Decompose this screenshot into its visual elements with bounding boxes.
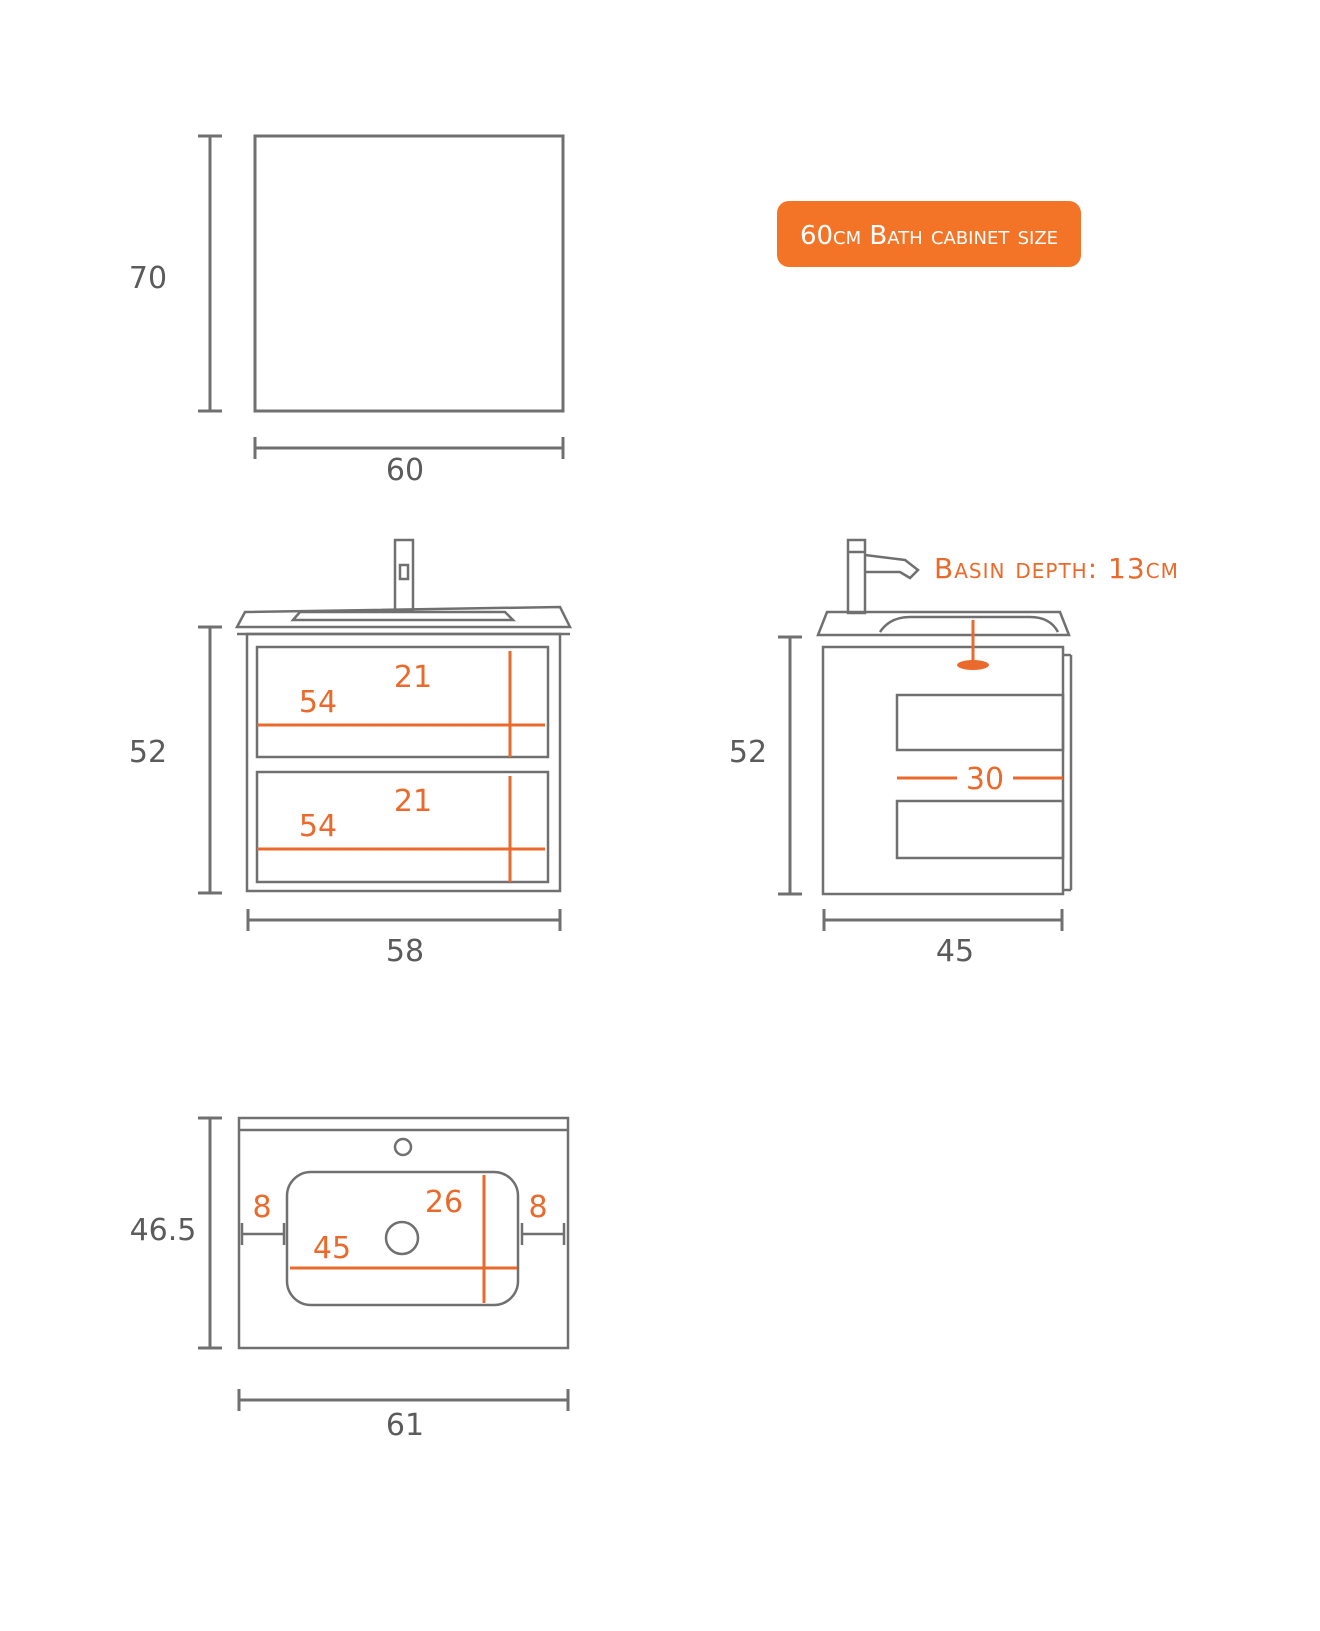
- basin-top-outline: [234, 605, 573, 629]
- badge-background: [777, 201, 1081, 267]
- side-height-label: 52: [729, 735, 767, 770]
- side-depth-label: 45: [936, 934, 974, 969]
- cabinet-side-view: Basin depth: 13cm 30 52 45: [729, 538, 1179, 969]
- bowl-outline: [285, 1170, 520, 1307]
- side-top-outline: [816, 610, 1071, 637]
- drawer-bottom: [255, 770, 550, 884]
- mirror-view: 70 60: [129, 134, 565, 488]
- cabinet-front-view: 54 21 54 21 52 58: [129, 538, 573, 969]
- basin-top-view: 45 26 8 8 46.5 61: [130, 1116, 570, 1443]
- drain-icon: [384, 1220, 420, 1256]
- drawer-2-height-label: 21: [394, 784, 432, 819]
- side-drawer-top: [895, 693, 1065, 752]
- drawer-1-width-label: 54: [299, 685, 337, 720]
- faucet-icon: [393, 538, 415, 612]
- cabinet-body: [245, 632, 562, 893]
- mirror-outline: [253, 134, 565, 413]
- cabinet-front-width-label: 58: [386, 934, 424, 969]
- mirror-width-label: 60: [386, 453, 424, 488]
- mirror-height-label: 70: [129, 261, 167, 296]
- bowl-depth-label: 26: [425, 1185, 463, 1220]
- basin-outline: [237, 1116, 570, 1350]
- tap-hole-icon: [393, 1137, 413, 1157]
- size-badge: 60cm Bath cabinet size: [777, 201, 1081, 267]
- drawer-2-width-label: 54: [299, 809, 337, 844]
- side-drawer-bottom: [895, 799, 1065, 860]
- drain-marker-icon: [957, 660, 989, 670]
- basin-height-label: 46.5: [130, 1213, 197, 1248]
- side-drawer-gap-label: 30: [966, 762, 1004, 797]
- basin-width-label: 61: [386, 1408, 424, 1443]
- side-cabinet-body: [821, 645, 1065, 896]
- bowl-width-label: 45: [313, 1231, 351, 1266]
- badge-title: 60cm Bath cabinet size: [800, 221, 1058, 251]
- right-margin-label: 8: [528, 1190, 547, 1225]
- drawer-top: [255, 645, 550, 759]
- cabinet-front-height-label: 52: [129, 735, 167, 770]
- drawer-1-height-label: 21: [394, 660, 432, 695]
- basin-depth-label: Basin depth: 13cm: [934, 552, 1179, 585]
- left-margin-label: 8: [252, 1190, 271, 1225]
